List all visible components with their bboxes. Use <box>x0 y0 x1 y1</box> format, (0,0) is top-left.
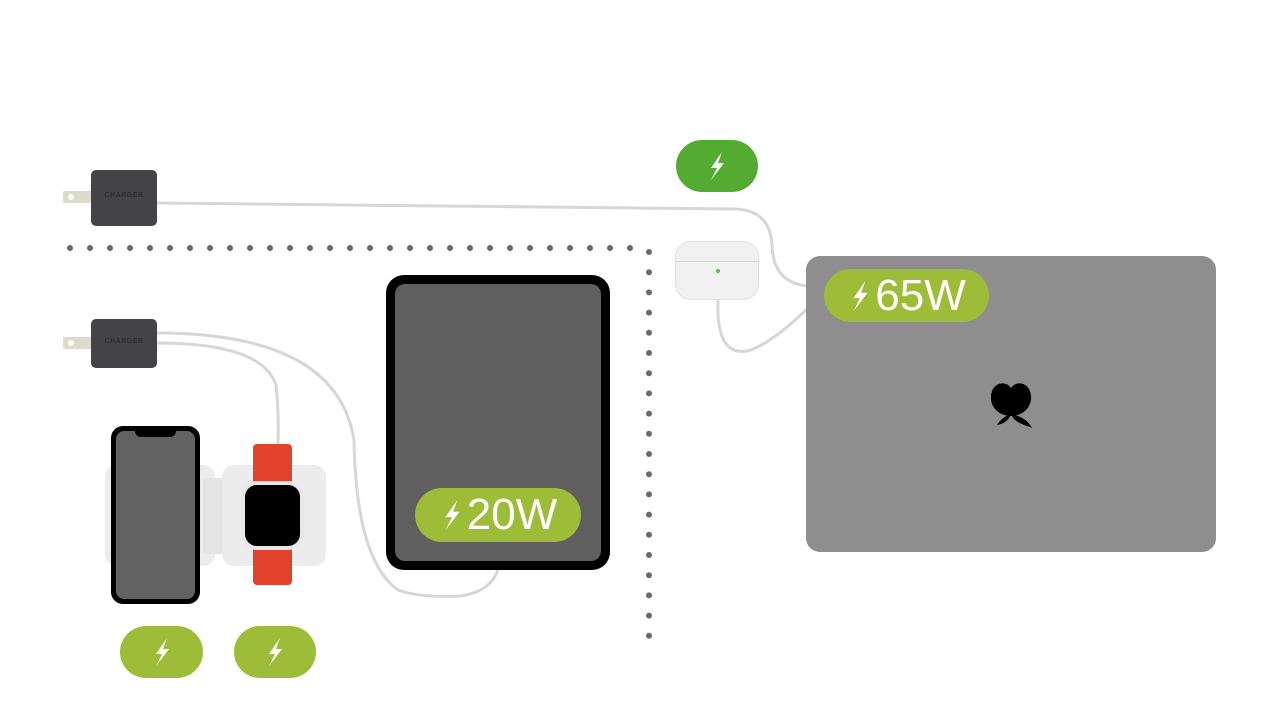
charger-bottom: CHARGER <box>91 319 157 368</box>
lightning-bolt-icon <box>445 499 460 531</box>
phone <box>111 426 200 604</box>
divider-dot <box>427 245 433 251</box>
divider-dot <box>646 491 652 498</box>
divider-dot <box>646 471 652 478</box>
dotted-divider <box>67 245 652 639</box>
divider-dot <box>646 410 652 417</box>
divider-dot <box>646 329 652 336</box>
charger-plug-prong <box>63 191 92 203</box>
charger-label: CHARGER <box>104 338 144 345</box>
divider-dot <box>247 245 253 251</box>
charger-label: CHARGER <box>104 192 144 199</box>
divider-dot <box>287 245 293 251</box>
divider-dot <box>387 245 393 251</box>
divider-dot <box>646 511 652 518</box>
watch-face <box>245 485 300 546</box>
divider-dot <box>587 245 593 251</box>
divider-dot <box>646 390 652 397</box>
divider-dot <box>646 612 652 619</box>
divider-dot <box>567 245 573 251</box>
divider-dot <box>646 289 652 296</box>
cable-earbuds-to-laptop <box>716 299 810 353</box>
cable-top-charger-to-laptop <box>155 201 810 288</box>
divider-dot <box>107 245 113 251</box>
laptop-power-badge: 65W <box>824 269 989 322</box>
divider-dot <box>347 245 353 251</box>
tablet-power-badge: 20W <box>415 488 581 542</box>
tablet-wattage: 20W <box>466 490 558 539</box>
divider-dot <box>267 245 273 251</box>
divider-dot <box>646 451 652 457</box>
lightning-bolt-icon <box>711 152 724 180</box>
divider-dot <box>646 592 652 599</box>
divider-dot <box>127 245 133 251</box>
lightning-bolt-icon <box>853 280 868 311</box>
watch-strap-bottom <box>253 545 292 585</box>
apple-logo-icon <box>990 383 1032 428</box>
lightning-bolt-icon <box>269 638 282 666</box>
divider-dot <box>646 531 652 538</box>
phone-notch <box>135 426 176 437</box>
cable-bottom-charger-to-tablet <box>155 331 500 598</box>
earbuds-charging-badge <box>676 140 758 192</box>
phone-charging-badge <box>120 626 203 678</box>
divider-dot <box>547 245 553 251</box>
divider-dot <box>607 245 613 251</box>
divider-dot <box>407 245 413 251</box>
divider-dot <box>646 572 652 579</box>
divider-dot <box>507 245 513 251</box>
divider-dot <box>147 245 153 251</box>
charger-plug-prong <box>63 337 92 349</box>
divider-dot <box>646 632 652 639</box>
divider-dot <box>327 245 333 251</box>
charger-top: CHARGER <box>91 170 157 226</box>
earbuds-status-led <box>716 269 720 273</box>
divider-dot <box>646 269 652 276</box>
divider-dot <box>467 245 473 251</box>
earbuds-case-seam <box>676 261 758 262</box>
divider-dot <box>487 245 493 251</box>
divider-dot <box>646 309 652 316</box>
lightning-bolt-icon <box>155 638 169 666</box>
divider-dot <box>646 350 652 356</box>
divider-dot <box>447 245 453 251</box>
divider-dot <box>227 245 233 251</box>
divider-dot <box>67 245 73 251</box>
divider-dot <box>87 245 93 251</box>
divider-dot <box>646 552 652 558</box>
divider-dot <box>307 245 313 251</box>
watch-strap-top <box>253 444 292 486</box>
divider-dot <box>367 245 373 251</box>
divider-dot <box>646 249 652 255</box>
watch-charging-badge <box>234 626 316 678</box>
earbuds-case <box>675 241 759 300</box>
phone-screen <box>116 431 195 599</box>
divider-dot <box>207 245 213 251</box>
divider-dot <box>627 245 633 251</box>
divider-dot <box>646 430 652 437</box>
divider-dot <box>187 245 193 251</box>
cable-bottom-charger-to-watch <box>155 341 280 446</box>
divider-dot <box>527 245 533 251</box>
watch <box>241 481 304 550</box>
divider-dot <box>646 370 652 377</box>
divider-dot <box>167 245 173 251</box>
laptop-wattage: 65W <box>875 270 966 320</box>
